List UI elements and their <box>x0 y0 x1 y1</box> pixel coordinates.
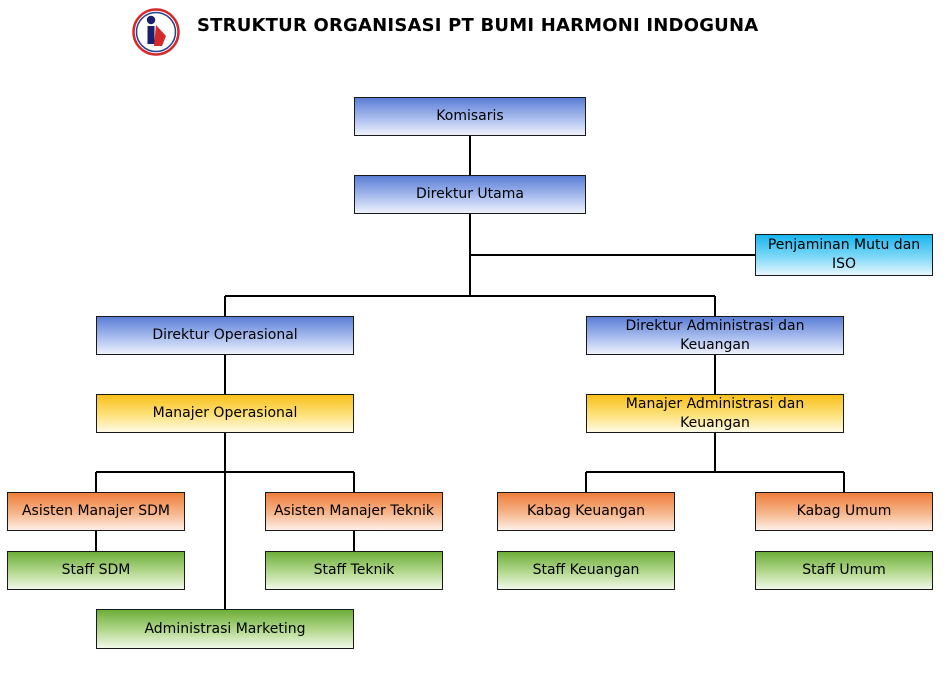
node-kabag-umum: Kabag Umum <box>755 492 933 531</box>
node-kabag-keuangan: Kabag Keuangan <box>497 492 675 531</box>
node-direktur-administrasi-keuangan: Direktur Administrasi dan Keuangan <box>586 316 844 355</box>
node-direktur-utama: Direktur Utama <box>354 175 586 214</box>
node-administrasi-marketing: Administrasi Marketing <box>96 609 354 649</box>
page-header: STRUKTUR ORGANISASI PT BUMI HARMONI INDO… <box>0 0 948 60</box>
node-staff-umum: Staff Umum <box>755 551 933 590</box>
node-staff-keuangan: Staff Keuangan <box>497 551 675 590</box>
company-logo-icon <box>132 8 180 56</box>
node-staff-sdm: Staff SDM <box>7 551 185 590</box>
node-manajer-administrasi-keuangan: Manajer Administrasi dan Keuangan <box>586 394 844 433</box>
node-komisaris: Komisaris <box>354 97 586 136</box>
node-penjaminan-mutu: Penjaminan Mutu dan ISO <box>755 234 933 276</box>
node-manajer-operasional: Manajer Operasional <box>96 394 354 433</box>
node-asisten-manajer-sdm: Asisten Manajer SDM <box>7 492 185 531</box>
node-asisten-manajer-teknik: Asisten Manajer Teknik <box>265 492 443 531</box>
page-title: STRUKTUR ORGANISASI PT BUMI HARMONI INDO… <box>197 15 759 36</box>
node-staff-teknik: Staff Teknik <box>265 551 443 590</box>
node-direktur-operasional: Direktur Operasional <box>96 316 354 355</box>
